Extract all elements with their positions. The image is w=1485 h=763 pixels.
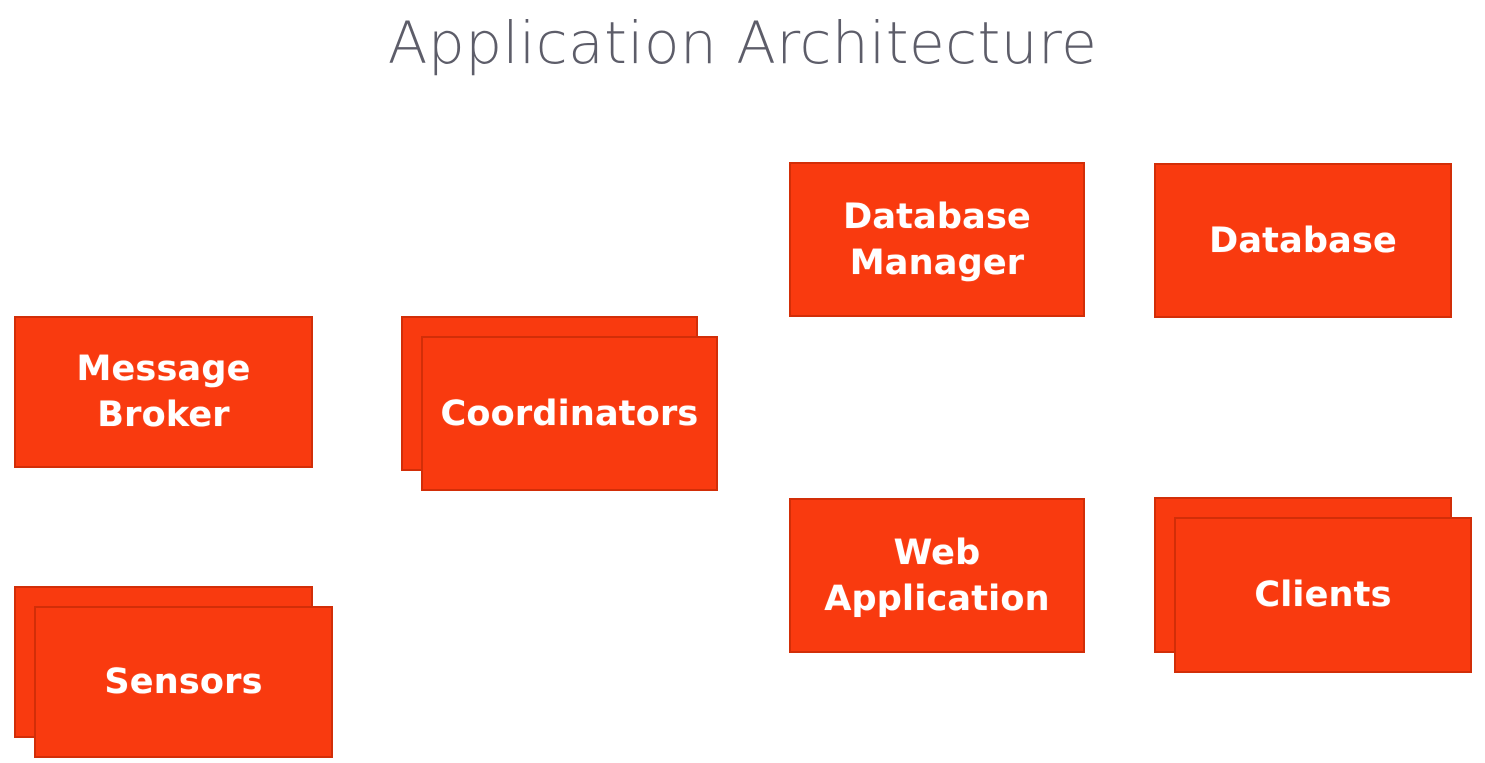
node-clients-card[interactable]: Clients bbox=[1174, 517, 1472, 673]
node-sensors-label: Sensors bbox=[104, 662, 263, 702]
node-web-application-card[interactable]: Web Application bbox=[789, 498, 1085, 653]
node-coordinators-label: Coordinators bbox=[440, 393, 699, 434]
node-database-manager-card[interactable]: Database Manager bbox=[789, 162, 1085, 317]
node-database-card[interactable]: Database bbox=[1154, 163, 1452, 318]
node-message-broker-card[interactable]: Message Broker bbox=[14, 316, 313, 468]
node-web-application-label: Web Application bbox=[824, 532, 1050, 619]
node-web-application[interactable]: Web Application bbox=[789, 498, 1085, 653]
node-database-label: Database bbox=[1209, 220, 1397, 261]
node-message-broker[interactable]: Message Broker bbox=[14, 316, 313, 468]
node-sensors-card[interactable]: Sensors bbox=[34, 606, 333, 758]
node-sensors[interactable]: Sensors bbox=[14, 586, 333, 758]
node-database-manager-label: Database Manager bbox=[843, 196, 1031, 283]
node-database-manager[interactable]: Database Manager bbox=[789, 162, 1085, 317]
page-title: Application Architecture bbox=[387, 9, 1098, 77]
node-coordinators-card[interactable]: Coordinators bbox=[421, 336, 718, 491]
node-database[interactable]: Database bbox=[1154, 163, 1452, 318]
node-clients[interactable]: Clients bbox=[1154, 497, 1472, 673]
node-clients-label: Clients bbox=[1254, 575, 1392, 615]
node-coordinators[interactable]: Coordinators bbox=[401, 316, 718, 491]
node-message-broker-label: Message Broker bbox=[76, 349, 251, 435]
